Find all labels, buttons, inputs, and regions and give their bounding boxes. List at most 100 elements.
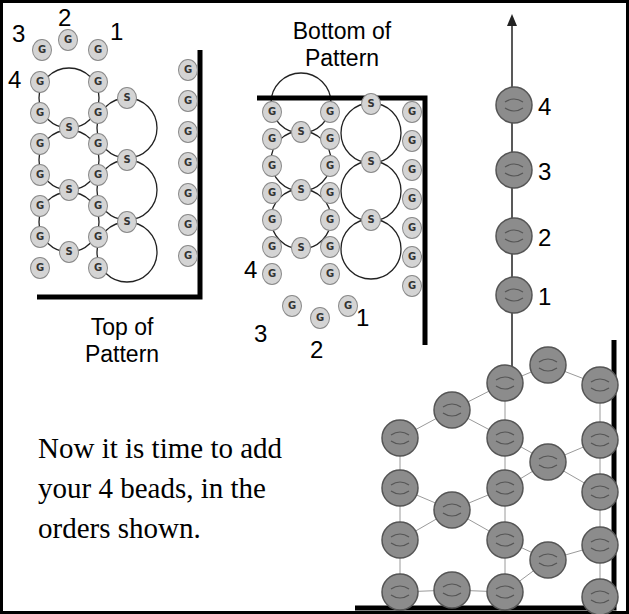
bead-letter: S — [361, 209, 381, 231]
bead — [382, 420, 418, 456]
bead-letter: G — [30, 257, 50, 279]
bead-hole — [505, 230, 523, 242]
bead-letter: S — [117, 87, 137, 109]
bead-letter: G — [88, 102, 108, 124]
bead — [434, 572, 470, 608]
bead-hole — [591, 379, 609, 391]
bead-hole — [496, 432, 514, 444]
bead-letter: G — [262, 209, 282, 231]
bead-letter: S — [291, 121, 311, 143]
bead-letter: G — [402, 101, 422, 123]
bead-hole — [391, 482, 409, 494]
bead-letter: G — [178, 59, 198, 81]
bead — [582, 367, 618, 403]
callout-number: 4 — [538, 95, 551, 119]
bead-letter: G — [30, 71, 50, 93]
bead — [496, 87, 532, 123]
bead-hole — [539, 456, 557, 468]
bead-letter: G — [178, 245, 198, 267]
bead — [582, 422, 618, 458]
thread — [507, 14, 520, 378]
instruction-note: Now it is time to add your 4 beads, in t… — [38, 428, 300, 548]
bead-letter: G — [30, 102, 50, 124]
bead — [487, 574, 523, 610]
bead-letter: G — [320, 128, 340, 150]
bead-letter: G — [178, 90, 198, 112]
bead-letter: G — [402, 217, 422, 239]
bead — [496, 152, 532, 188]
bead-letter: G — [402, 159, 422, 181]
bead-hole — [443, 584, 461, 596]
bead-hole — [443, 404, 461, 416]
bead-letter: G — [178, 214, 198, 236]
bead-letter: G — [262, 101, 282, 123]
bead-letter: G — [310, 307, 330, 329]
bead-letter: G — [88, 257, 108, 279]
bead-hole — [539, 554, 557, 566]
bead-letter: G — [402, 246, 422, 268]
bead-hole — [496, 534, 514, 546]
bead — [434, 392, 470, 428]
bead-letter: G — [88, 226, 108, 248]
callout-number: 2 — [310, 338, 323, 362]
bead-letter: G — [30, 195, 50, 217]
bead — [434, 492, 470, 528]
callout-number: 3 — [538, 160, 551, 184]
bead-letter: G — [88, 39, 108, 61]
bead-letter: S — [59, 179, 79, 201]
bead-letter: G — [58, 29, 78, 51]
callout-number: 4 — [244, 258, 257, 282]
bead-letter: G — [262, 155, 282, 177]
bead-hole — [505, 289, 523, 301]
callout-number: 3 — [12, 22, 25, 46]
bead — [582, 527, 618, 563]
bead-letter: G — [178, 121, 198, 143]
bead-letter: G — [282, 295, 302, 317]
bead — [496, 277, 532, 313]
bead-letter: S — [117, 149, 137, 171]
bead — [530, 542, 566, 578]
bead — [530, 347, 566, 383]
callout-number: 4 — [8, 68, 21, 92]
bead-letter: S — [361, 151, 381, 173]
bead-letter: G — [262, 182, 282, 204]
bead-grid — [382, 87, 618, 614]
bead-hole — [539, 359, 557, 371]
bead-letter: G — [30, 226, 50, 248]
bead — [382, 470, 418, 506]
bead — [530, 444, 566, 480]
bead-hole — [496, 586, 514, 598]
bead-letter: G — [262, 263, 282, 285]
bead-letter: G — [320, 236, 340, 258]
bead-hole — [391, 432, 409, 444]
bead-letter: S — [291, 237, 311, 259]
callout-number: 1 — [538, 285, 551, 309]
bead-letter: S — [117, 211, 137, 233]
bead-letter: G — [402, 130, 422, 152]
bead-hole — [591, 591, 609, 603]
bead-letter: S — [291, 179, 311, 201]
bead-letter: S — [59, 117, 79, 139]
pattern-edges — [37, 50, 614, 608]
callout-number: 1 — [356, 306, 369, 330]
callout-number: 1 — [110, 20, 123, 44]
bead — [582, 474, 618, 510]
bead-letter: G — [320, 263, 340, 285]
bead-letter: G — [262, 128, 282, 150]
bead-hole — [443, 504, 461, 516]
bead — [487, 420, 523, 456]
bead-letter: G — [88, 133, 108, 155]
bead-hole — [591, 434, 609, 446]
bead-hole — [591, 486, 609, 498]
bead-hole — [391, 586, 409, 598]
callout-number: 3 — [254, 322, 267, 346]
bead-letter: G — [402, 275, 422, 297]
bead-letter: G — [88, 164, 108, 186]
bead-letter: G — [178, 152, 198, 174]
callout-number: 2 — [538, 226, 551, 250]
bead-letter: G — [30, 133, 50, 155]
bead-hole — [505, 164, 523, 176]
bead-hole — [496, 377, 514, 389]
